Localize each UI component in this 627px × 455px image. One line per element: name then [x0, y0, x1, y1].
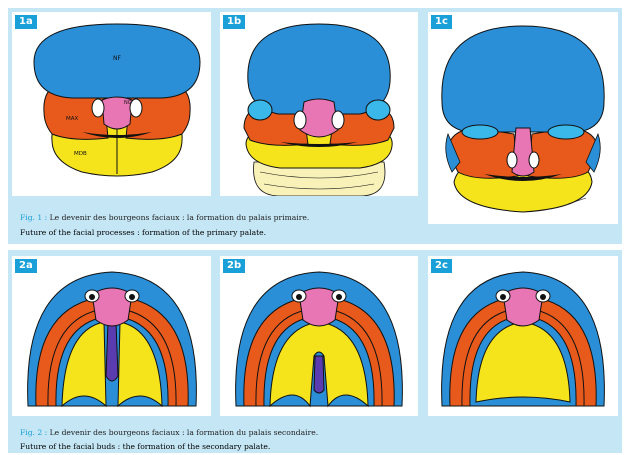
- panel-label: 2b: [223, 259, 245, 273]
- label-nasal: NF: [113, 55, 121, 62]
- panel-2b: 2b: [220, 256, 418, 416]
- panel-1a: 1a NF NG MAX MDB: [12, 12, 211, 196]
- panel-label: 1b: [223, 15, 245, 29]
- caption-fig-number: Fig. 2 :: [20, 428, 47, 437]
- label-mandible: MDB: [74, 151, 87, 157]
- panel-2a: 2a: [12, 256, 211, 416]
- caption-fig-1-en: Future of the facial processes : formati…: [20, 228, 610, 238]
- illustration-2c: [428, 256, 618, 416]
- panel-label: 1a: [15, 15, 37, 29]
- panel-2c: 2c: [428, 256, 618, 416]
- figure-1: 1a NF NG MAX MDB: [8, 8, 622, 244]
- label-maxillary: MAX: [66, 116, 79, 122]
- panel-label: 2a: [15, 259, 37, 273]
- caption-fig-1-fr: Fig. 1 : Le devenir des bourgeons faciau…: [20, 213, 610, 223]
- panel-1c: 1c: [428, 12, 618, 224]
- illustration-2a: [12, 256, 211, 416]
- label-naso: NG: [124, 100, 132, 106]
- illustration-2b: [220, 256, 418, 416]
- illustration-1b: [220, 12, 418, 196]
- panel-label: 2c: [431, 259, 452, 273]
- panel-1b: 1b: [220, 12, 418, 196]
- caption-fig-2-en: Future of the facial buds : the formatio…: [20, 442, 610, 452]
- caption-french: Le devenir des bourgeons faciaux : la fo…: [50, 428, 318, 437]
- caption-fig-2-fr: Fig. 2 : Le devenir des bourgeons faciau…: [20, 428, 610, 438]
- figure-2: 2a 2b: [8, 250, 622, 453]
- caption-french: Le devenir des bourgeons faciaux : la fo…: [50, 213, 310, 222]
- caption-fig-number: Fig. 1 :: [20, 213, 47, 222]
- illustration-1a: NF NG MAX MDB: [12, 12, 211, 196]
- illustration-1c: [428, 12, 618, 224]
- panel-label: 1c: [431, 15, 452, 29]
